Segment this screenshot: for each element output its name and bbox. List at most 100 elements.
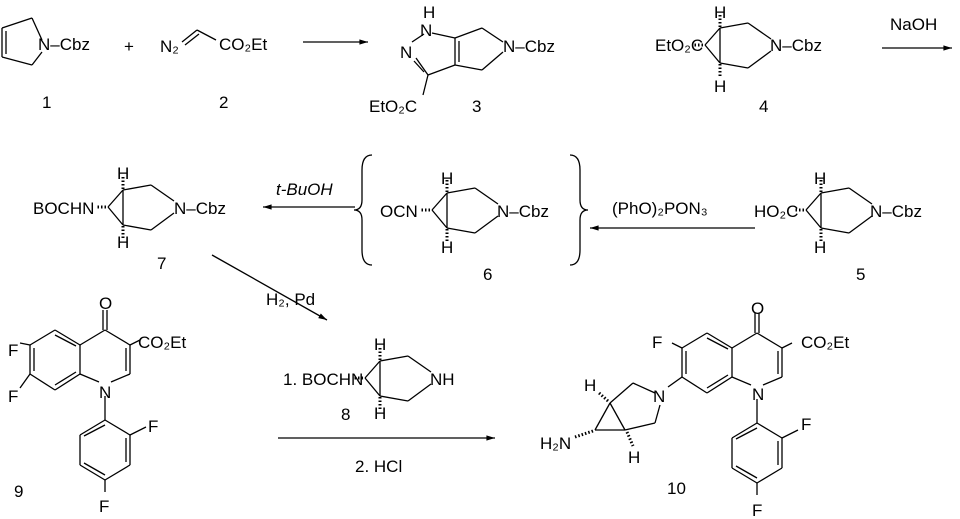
bond: [104, 419, 131, 436]
n2-atom: N: [400, 43, 412, 62]
compound-label-2: 2: [219, 93, 228, 112]
reagent-h2-pd: H₂, Pd: [266, 290, 315, 309]
hydrogen-top: H: [441, 169, 453, 188]
fluorine-ortho: F: [148, 417, 158, 436]
compound-label-9: 9: [14, 482, 23, 501]
compound-label-6: 6: [483, 265, 492, 284]
bond: [150, 212, 175, 231]
bond: [54, 371, 77, 386]
bond: [706, 337, 729, 350]
n-cbz-group: N–Cbz: [38, 35, 90, 54]
ring-nitrogen: N: [99, 383, 111, 402]
bond: [107, 189, 124, 208]
bond: [756, 467, 783, 484]
bond: [632, 382, 656, 394]
hydrogen-bottom: H: [117, 233, 129, 252]
bond: [625, 431, 635, 447]
reagent-dppa: (PhO)₂PON₃: [612, 199, 708, 218]
hydrogen-bottom: H: [714, 77, 726, 96]
bond: [29, 373, 56, 391]
bond: [474, 215, 499, 234]
bond: [667, 376, 683, 388]
bond: [129, 339, 141, 346]
compound-label-4: 4: [759, 97, 768, 116]
fluorine-ortho: F: [801, 415, 811, 434]
n-cbz-group: N–Cbz: [870, 202, 922, 221]
n-cbz-group: N–Cbz: [497, 202, 549, 221]
acid-group: HO₂C: [754, 202, 798, 221]
bond: [481, 51, 504, 71]
compound-label-5: 5: [856, 265, 865, 284]
ester-group: EtO₂C: [369, 97, 417, 116]
bond: [364, 360, 381, 379]
bond: [407, 383, 432, 402]
compound-8: 1. BOCHN H H NH 8: [283, 335, 455, 424]
bond: [54, 334, 77, 347]
bond: [719, 62, 749, 69]
bond: [820, 227, 850, 234]
bond: [481, 27, 504, 43]
bond: [731, 422, 758, 439]
bond: [54, 329, 81, 346]
bond: [781, 342, 793, 349]
bond: [407, 355, 432, 373]
bond: [379, 395, 409, 402]
bond: [735, 427, 758, 440]
bond: [31, 51, 43, 66]
bond: [83, 462, 106, 476]
bond: [474, 187, 499, 205]
bond: [415, 57, 429, 76]
bond: [781, 429, 799, 439]
bond: [411, 33, 425, 43]
bond: [122, 184, 152, 191]
bond: [122, 224, 152, 231]
n-cbz-group: N–Cbz: [503, 37, 555, 56]
bond: [731, 467, 758, 484]
bond: [446, 227, 476, 234]
bond: [79, 419, 106, 436]
bond: [29, 329, 56, 346]
reagent-naoh: NaOH: [890, 15, 937, 34]
fluorine-6: F: [652, 333, 662, 352]
ester-group: EtO₂C: [655, 36, 703, 55]
bond: [654, 404, 661, 424]
compound-label-8: 8: [341, 405, 350, 424]
fluorine-para: F: [752, 501, 762, 519]
bond: [704, 44, 721, 64]
bond: [107, 206, 124, 226]
arrow-head: [486, 435, 495, 441]
compound-label-7: 7: [157, 254, 166, 273]
hydrogen-bottom: H: [628, 448, 640, 467]
bond: [19, 342, 31, 346]
bond: [594, 402, 611, 431]
compound-5: HO₂C H H N–Cbz 5: [754, 169, 922, 284]
ester-group: CO₂Et: [801, 333, 849, 352]
n-cbz-group: N–Cbz: [770, 36, 822, 55]
arrow-head: [318, 313, 327, 320]
bond: [454, 64, 483, 71]
bond: [79, 329, 106, 346]
compound-6: OCN H H N–Cbz 6: [353, 154, 589, 284]
hydrogen-top: H: [374, 335, 386, 354]
bond: [184, 33, 200, 46]
arrow-head: [943, 45, 952, 51]
bond: [104, 464, 131, 481]
hydrogen-bottom: H: [814, 238, 826, 257]
bond: [379, 355, 409, 362]
bond: [735, 465, 758, 479]
bond: [756, 422, 783, 439]
arrow-head: [263, 204, 272, 210]
compound-7: BOCHN H H N–Cbz 7: [33, 164, 226, 273]
compound-4: EtO₂C H H N–Cbz 4: [655, 3, 822, 116]
bond: [805, 209, 822, 229]
bond: [624, 422, 656, 431]
carbonyl-oxygen: O: [99, 294, 112, 313]
bond: [747, 50, 772, 69]
bond: [756, 332, 783, 349]
bond: [129, 426, 147, 436]
bond: [681, 376, 708, 394]
bond: [609, 402, 626, 431]
bond: [704, 27, 721, 46]
reagent-hcl: 2. HCl: [355, 457, 402, 476]
bond: [413, 60, 425, 73]
